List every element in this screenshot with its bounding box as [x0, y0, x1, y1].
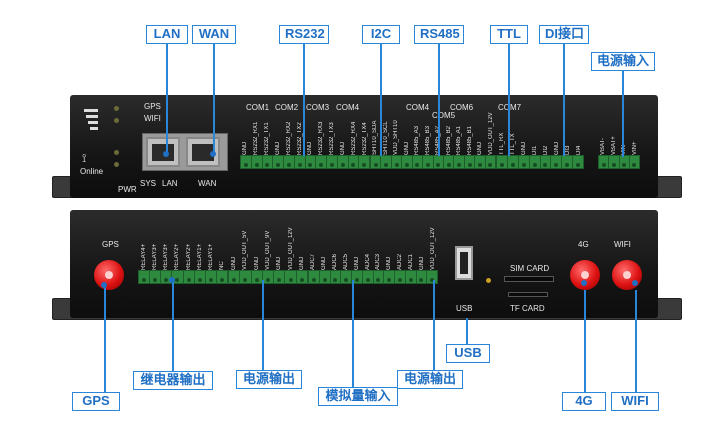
- wifi-antenna-connector[interactable]: [612, 260, 642, 290]
- callout-i2c: I2C: [362, 25, 400, 44]
- callout-rs232: RS232: [279, 25, 329, 44]
- leader-usb: [466, 318, 468, 344]
- callout-gps: GPS: [72, 392, 120, 411]
- pwr-indicator-label: PWR: [118, 185, 137, 194]
- tf-card-slot[interactable]: [508, 292, 548, 297]
- leader-dot-gps: [101, 282, 107, 288]
- status-led: [486, 278, 491, 283]
- signal-strength-icon: [84, 109, 98, 139]
- leader-relay: [172, 280, 174, 371]
- leader-power-in: [622, 71, 624, 157]
- callout-4g: 4G: [562, 392, 606, 411]
- lan-label: LAN: [162, 179, 178, 188]
- callout-di: DI接口: [539, 25, 589, 44]
- leader-dot-wan: [210, 151, 216, 157]
- antenna-icon: ⟟: [82, 151, 87, 165]
- leader-dot-4g: [581, 280, 587, 286]
- wifi-led: [114, 118, 119, 123]
- pin-labels-power-out: GND VDD_OUT_5V GND VDD_OUT_9V GND VDD_OU…: [230, 227, 306, 270]
- leader-power-out-1: [262, 280, 264, 370]
- callout-analog-in: 模拟量输入: [318, 387, 398, 406]
- leader-dot-wifi: [632, 280, 638, 286]
- terminal-block-rs232[interactable]: [240, 155, 370, 169]
- usb-port-label: USB: [456, 304, 473, 313]
- callout-wan: WAN: [192, 25, 236, 44]
- callout-power-in: 电源输入: [591, 52, 655, 71]
- callout-wifi: WIFI: [611, 392, 659, 411]
- callout-power-out-2: 电源输出: [397, 370, 463, 389]
- leader-wan: [213, 44, 215, 154]
- online-led: [114, 150, 119, 155]
- callout-power-out-1: 电源输出: [236, 370, 302, 389]
- sys-label: SYS: [140, 179, 157, 188]
- leader-lan: [166, 44, 168, 154]
- leader-dot-relay: [169, 277, 175, 283]
- leader-power-out-2: [433, 280, 435, 370]
- gps-antenna-connector[interactable]: [94, 260, 124, 290]
- pwr-led: [114, 162, 119, 167]
- com4-label: COM4: [336, 103, 360, 112]
- gps-antenna-label: GPS: [102, 240, 119, 249]
- callout-relay-out: 继电器输出: [133, 371, 213, 390]
- gps-led: [114, 106, 119, 111]
- top-device-panel: ⟟ Online GPS WIFI PWR SYS LAN WAN COM1 C…: [70, 95, 658, 198]
- wifi-antenna-label: WIFI: [614, 240, 631, 249]
- pin-labels-i2c-rs485: SHT10_SDA SHT10_SCL VDD_SHT10 GND RS485_…: [372, 112, 494, 155]
- 4g-antenna-label: 4G: [578, 240, 589, 249]
- com1-label: COM1: [246, 103, 270, 112]
- com7-label: COM7: [498, 103, 522, 112]
- callout-lan: LAN: [146, 25, 188, 44]
- terminal-block-i2c-rs485[interactable]: [370, 155, 496, 169]
- pin-labels-rs232: GND RS232_RX1 RS232_TX1 GND RS232_RX2 RS…: [242, 121, 368, 155]
- gps-indicator-label: GPS: [144, 102, 161, 111]
- callout-rs485: RS485: [414, 25, 464, 44]
- sim-card-label: SIM CARD: [510, 264, 550, 273]
- com2-label: COM2: [275, 103, 299, 112]
- usb-port[interactable]: [455, 246, 473, 280]
- terminal-block-adc[interactable]: [308, 270, 438, 284]
- leader-ttl: [508, 44, 510, 156]
- pin-labels-power-in: VBAT- VBAT+ VIN- VIN+: [600, 136, 638, 155]
- bottom-device-panel: GPS RELAY4+ RELAY3+ RELAY3+ RELAY2+ RELA…: [70, 210, 658, 318]
- tf-card-label: TF CARD: [510, 304, 545, 313]
- leader-rs485: [438, 44, 440, 156]
- leader-i2c: [380, 44, 382, 156]
- com5-label: COM5: [432, 111, 456, 120]
- terminal-block-power-in[interactable]: [598, 155, 640, 169]
- leader-dot-lan: [163, 151, 169, 157]
- terminal-block-power-out[interactable]: [228, 270, 308, 284]
- terminal-block-ttl-di[interactable]: [496, 155, 584, 169]
- leader-4g: [584, 290, 586, 392]
- leader-di: [563, 44, 565, 156]
- terminal-block-relay[interactable]: [138, 270, 228, 284]
- com3-label: COM3: [306, 103, 330, 112]
- com4b-label: COM4: [406, 103, 430, 112]
- pin-labels-adc: ADC7 GND ADC6 ADC5 GND ADC4 ADC3 GND ADC…: [310, 227, 436, 270]
- leader-wifi: [635, 290, 637, 392]
- leader-rs232: [303, 44, 305, 156]
- callout-ttl: TTL: [490, 25, 528, 44]
- leader-analog-in: [352, 280, 354, 387]
- callout-usb: USB: [446, 344, 490, 363]
- pin-labels-relay: RELAY4+ RELAY3+ RELAY3+ RELAY2+ RELAY2+ …: [140, 243, 226, 270]
- sim-card-slot[interactable]: [504, 276, 554, 282]
- online-label: Online: [80, 167, 104, 176]
- wifi-indicator-label: WIFI: [144, 114, 161, 123]
- leader-gps: [104, 285, 106, 392]
- wan-label: WAN: [198, 179, 217, 188]
- com6-label: COM6: [450, 103, 474, 112]
